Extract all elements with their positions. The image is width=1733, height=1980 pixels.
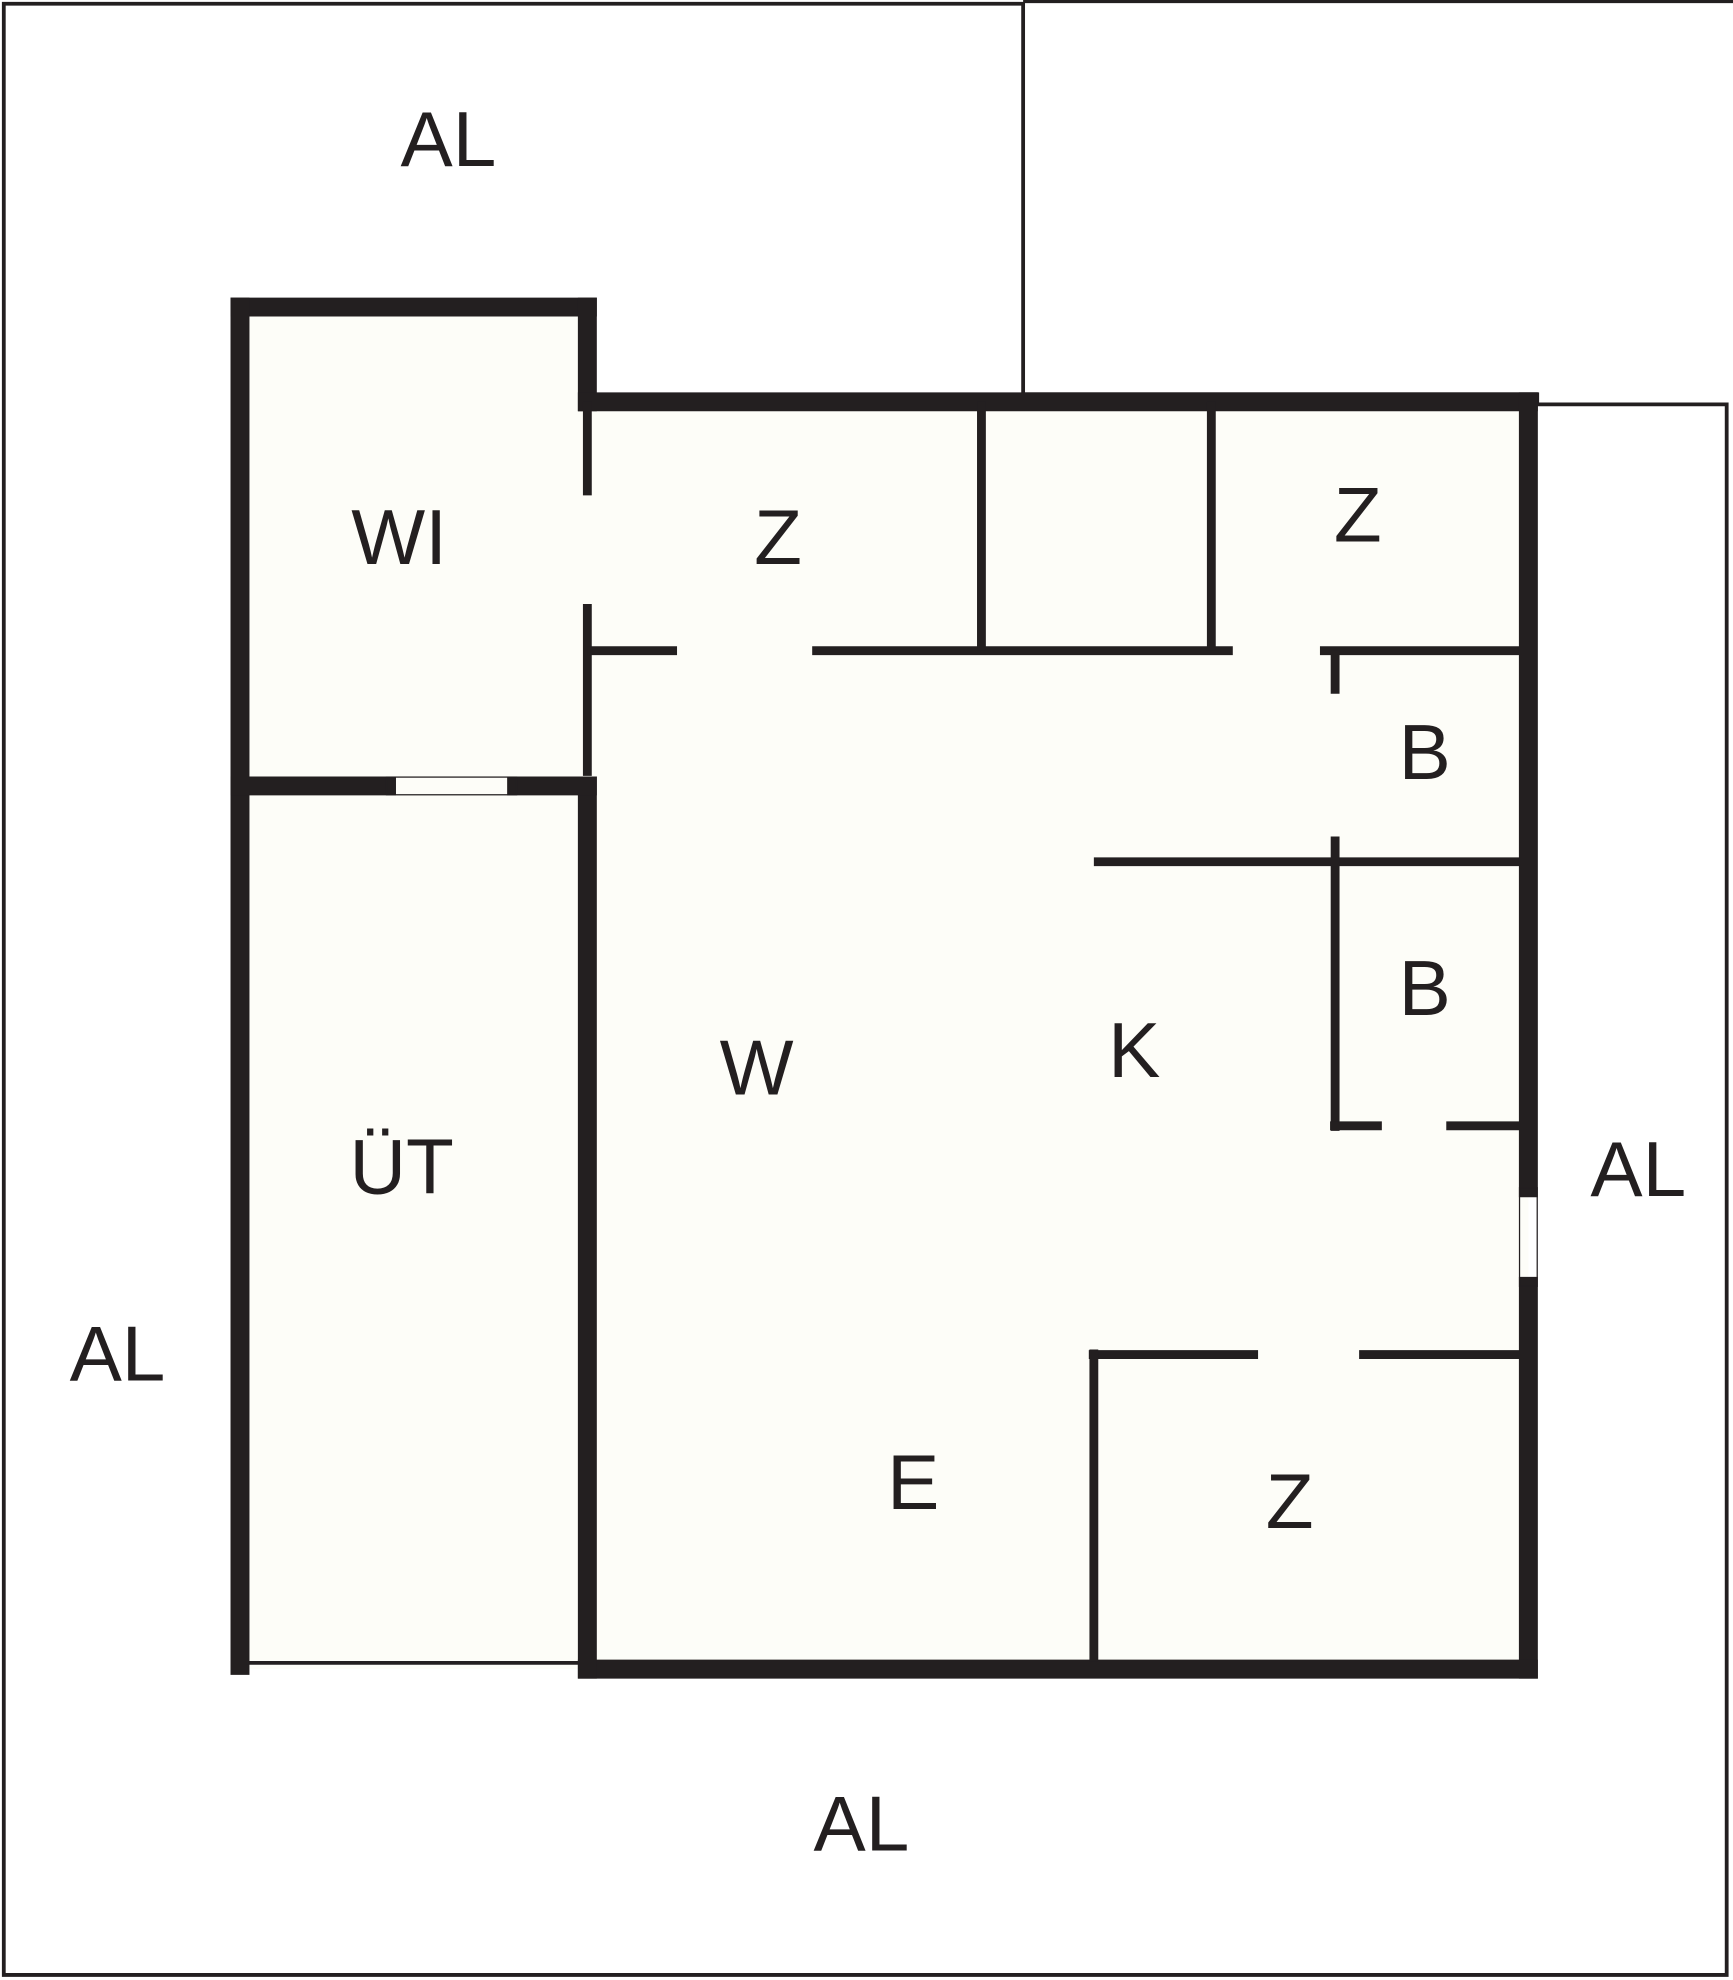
label-b-upper: B [1399, 708, 1451, 796]
thin-walls [246, 401, 1520, 1665]
label-al-bottom: AL [814, 1779, 910, 1867]
label-e: E [887, 1438, 939, 1526]
label-ut: ÜT [349, 1122, 453, 1210]
label-z-top-left: Z [754, 493, 802, 581]
label-al-left: AL [70, 1309, 166, 1397]
room-labels: AL WI Z Z B B W K ÜT AL AL E Z AL [70, 95, 1687, 1867]
label-wi: WI [351, 493, 447, 581]
label-al-right: AL [1590, 1125, 1686, 1213]
label-k: K [1108, 1006, 1160, 1094]
windows [385, 776, 1538, 1287]
label-al-top: AL [401, 95, 497, 183]
label-w: W [720, 1024, 794, 1112]
label-b-lower: B [1399, 944, 1451, 1032]
thick-walls [230, 297, 1538, 1679]
label-z-top-right: Z [1334, 470, 1382, 558]
label-z-bottom: Z [1266, 1457, 1314, 1545]
